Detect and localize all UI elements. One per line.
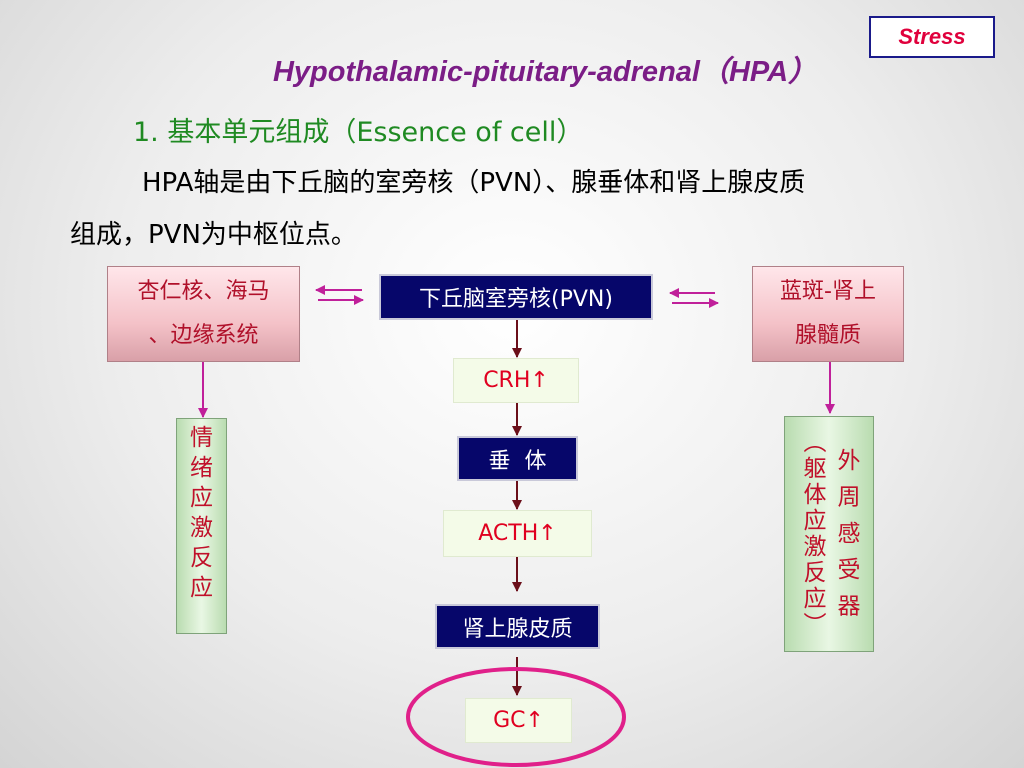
adrenal-cortex-box: 肾上腺皮质: [435, 604, 600, 649]
locus-coeruleus-box: 蓝斑-肾上 腺髓质: [752, 266, 904, 362]
emotional-char: 激: [190, 515, 213, 541]
emotional-char: 情: [190, 425, 213, 451]
peripheral-col-2: 外 周 感 受 器: [833, 448, 859, 620]
locus-line-1: 蓝斑-肾上: [780, 279, 876, 304]
peripheral-receptor-box: （躯体应激反应） 外 周 感 受 器: [784, 416, 874, 652]
gc-label: GC↑: [493, 708, 544, 733]
crh-box: CRH↑: [453, 358, 579, 403]
emotional-char: 应: [190, 485, 213, 511]
stress-tag: Stress: [869, 16, 995, 58]
acth-label: ACTH↑: [478, 521, 557, 546]
acth-box: ACTH↑: [443, 510, 592, 557]
pvn-box: 下丘脑室旁核(PVN): [379, 274, 653, 320]
emotional-stress-response-box: 情 绪 应 激 反 应: [176, 418, 227, 634]
emotional-char: 绪: [190, 455, 213, 481]
amygdala-hippocampus-box: 杏仁核、海马 、边缘系统: [107, 266, 300, 362]
section-heading: 1. 基本单元组成（Essence of cell）: [133, 117, 584, 148]
gc-box: GC↑: [465, 698, 572, 743]
paragraph-line-2: 组成，PVN为中枢位点。: [70, 220, 357, 250]
emotional-char: 应: [190, 575, 213, 601]
locus-line-2: 腺髓质: [794, 323, 861, 348]
page-title: Hypothalamic-pituitary-adrenal（HPA）: [272, 56, 818, 88]
amygdala-line-1: 杏仁核、海马: [137, 279, 270, 304]
paragraph-line-1: HPA轴是由下丘脑的室旁核（PVN）、腺垂体和肾上腺皮质: [142, 168, 806, 198]
adrenal-cortex-label: 肾上腺皮质: [462, 616, 573, 642]
crh-label: CRH↑: [483, 368, 549, 393]
pituitary-box: 垂 体: [457, 436, 578, 481]
emotional-char: 反: [190, 545, 213, 571]
right-double-arrow: [669, 288, 719, 308]
pvn-label: 下丘脑室旁核(PVN): [419, 287, 613, 312]
pituitary-label: 垂 体: [488, 448, 547, 474]
peripheral-col-1: （躯体应激反应）: [799, 430, 825, 638]
left-double-arrow: [315, 285, 364, 305]
amygdala-line-2: 、边缘系统: [148, 323, 259, 348]
